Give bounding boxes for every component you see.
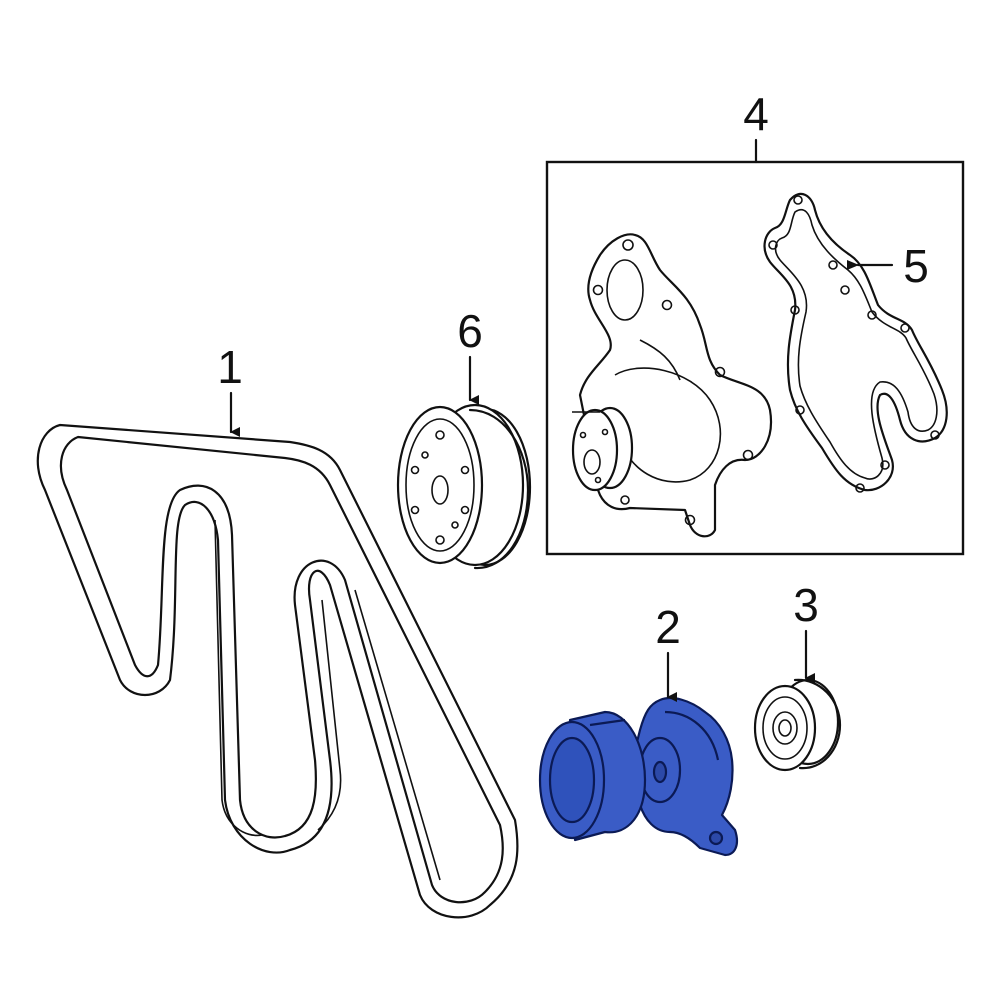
callout-4: 4	[743, 88, 769, 164]
callout-label-5: 5	[903, 240, 929, 292]
callout-label-4: 4	[743, 88, 769, 140]
callout-1: 1	[217, 341, 243, 437]
water-pump-gasket[interactable]	[763, 192, 948, 493]
water-pump[interactable]	[571, 233, 773, 538]
callout-6: 6	[457, 305, 483, 405]
serpentine-belt[interactable]	[36, 423, 519, 919]
idler-pulley[interactable]	[753, 678, 842, 772]
callout-label-2: 2	[655, 601, 681, 653]
callout-label-1: 1	[217, 341, 243, 393]
pump-pulley[interactable]	[396, 403, 532, 570]
callout-2: 2	[655, 601, 681, 702]
callout-5: 5	[847, 240, 929, 292]
belt-tensioner[interactable]	[538, 696, 739, 857]
callout-3: 3	[793, 579, 819, 683]
callout-label-6: 6	[457, 305, 483, 357]
callout-label-3: 3	[793, 579, 819, 631]
